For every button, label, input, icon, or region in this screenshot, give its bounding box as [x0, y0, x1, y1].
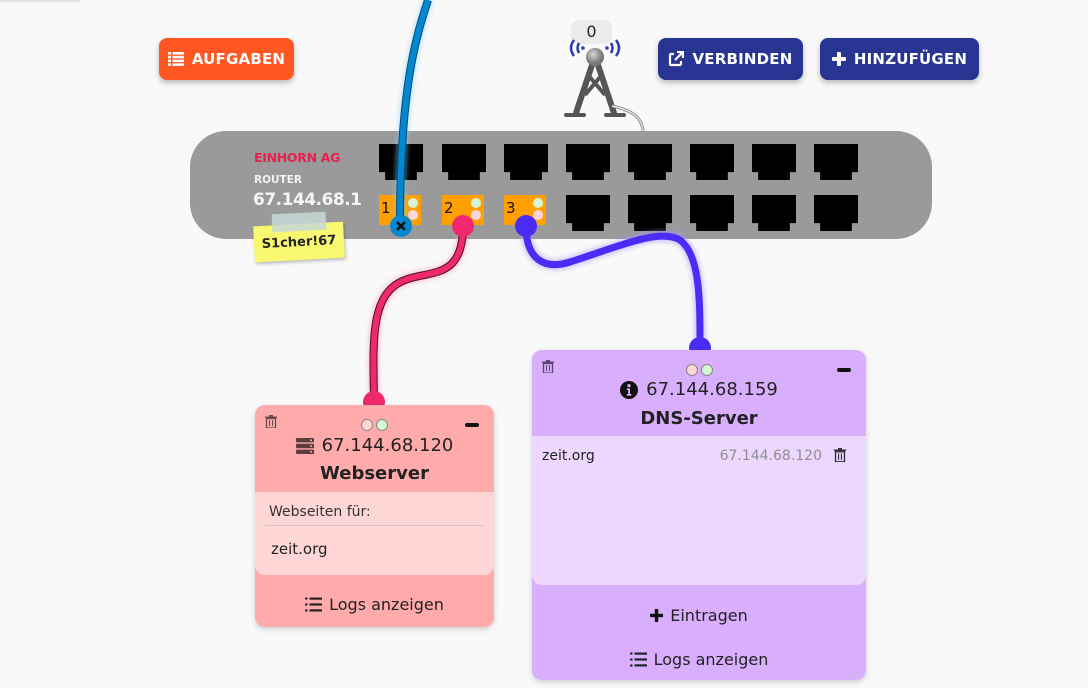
list-ol-icon [305, 597, 323, 612]
router-port[interactable] [442, 144, 486, 180]
delete-entry-trash-icon[interactable] [834, 448, 846, 462]
connect-button[interactable]: VERBINDEN [658, 38, 803, 80]
tasks-button[interactable]: AUFGABEN [159, 38, 294, 80]
port-number: 3 [506, 199, 516, 217]
port-number: 2 [444, 199, 454, 217]
router-port[interactable] [814, 144, 858, 180]
router-port[interactable] [814, 195, 858, 231]
router-port[interactable] [752, 195, 796, 231]
webserver-card[interactable]: 67.144.68.120 Webserver Webseiten für: z… [255, 405, 494, 627]
dns-entry-row: zeit.org 67.144.68.120 [532, 448, 866, 468]
connect-button-label: VERBINDEN [692, 50, 793, 68]
websites-panel: Webseiten für: zeit.org [255, 492, 494, 575]
antenna-count-badge: 0 [571, 20, 612, 44]
websites-label: Webseiten für: [269, 504, 371, 520]
router-port[interactable] [690, 195, 734, 231]
add-entry-button[interactable]: Eintragen [532, 606, 866, 625]
router-port[interactable] [566, 144, 610, 180]
cable-end-port-3[interactable] [515, 215, 537, 237]
status-dots [255, 419, 494, 431]
server-icon [295, 437, 314, 454]
status-dots [532, 364, 866, 376]
router-port[interactable] [566, 195, 610, 231]
port-status-led [533, 198, 543, 208]
dns-entry-domain: zeit.org [542, 448, 595, 464]
router-port[interactable] [690, 144, 734, 180]
router-port-3[interactable]: 3 [504, 195, 546, 225]
show-logs-button[interactable]: Logs anzeigen [255, 595, 494, 614]
trash-icon[interactable] [265, 415, 277, 428]
list-ol-icon [629, 652, 647, 667]
port-status-led [471, 210, 481, 220]
port-number: 1 [381, 199, 391, 217]
port-status-led [471, 198, 481, 208]
show-logs-label: Logs anzeigen [329, 595, 444, 614]
dns-title: DNS-Server [640, 408, 758, 429]
dns-server-card[interactable]: 67.144.68.159 DNS-Server zeit.org 67.144… [532, 350, 866, 680]
status-dot-green [376, 419, 388, 431]
add-entry-label: Eintragen [670, 606, 748, 625]
plus-icon [831, 52, 846, 66]
minimize-button[interactable] [465, 423, 479, 427]
cable-port-3[interactable] [522, 225, 704, 346]
dns-entry-ip: 67.144.68.120 [719, 448, 822, 464]
list-icon [167, 52, 184, 66]
status-dot-red [685, 364, 698, 376]
router-port[interactable] [504, 144, 548, 180]
add-button-label: HINZUFÜGEN [853, 50, 968, 68]
port-status-led [533, 210, 543, 220]
router-port[interactable] [628, 144, 672, 180]
port-status-led [408, 210, 418, 220]
dns-ip: 67.144.68.159 [646, 379, 778, 400]
plus-icon [650, 609, 664, 622]
port-status-led [408, 198, 418, 208]
router-port[interactable] [628, 195, 672, 231]
cable-end-port-2[interactable] [452, 215, 474, 237]
info-icon [620, 380, 639, 399]
router-company: EINHORN AG [254, 150, 341, 165]
router-port[interactable] [752, 144, 796, 180]
show-logs-button[interactable]: Logs anzeigen [532, 650, 866, 669]
webserver-title: Webserver [320, 463, 429, 484]
webserver-ip: 67.144.68.120 [321, 435, 454, 456]
router-type-label: ROUTER [254, 174, 302, 186]
top-edge-line [0, 0, 80, 2]
radio-tower-icon[interactable] [560, 20, 630, 120]
router-ip: 67.144.68.1 [253, 190, 362, 210]
status-dot-green [700, 364, 713, 376]
website-item: zeit.org [271, 540, 328, 558]
minimize-button[interactable] [837, 368, 851, 372]
trash-icon[interactable] [542, 360, 554, 373]
status-dot-red [361, 419, 373, 431]
external-link-icon [669, 51, 685, 67]
tasks-button-label: AUFGABEN [191, 50, 286, 68]
disconnect-x-icon [396, 221, 406, 231]
add-button[interactable]: HINZUFÜGEN [820, 38, 979, 80]
dns-entries-panel: zeit.org 67.144.68.120 [532, 436, 866, 585]
divider [265, 525, 484, 526]
show-logs-label: Logs anzeigen [653, 650, 769, 669]
cable-port-2[interactable] [369, 225, 467, 401]
